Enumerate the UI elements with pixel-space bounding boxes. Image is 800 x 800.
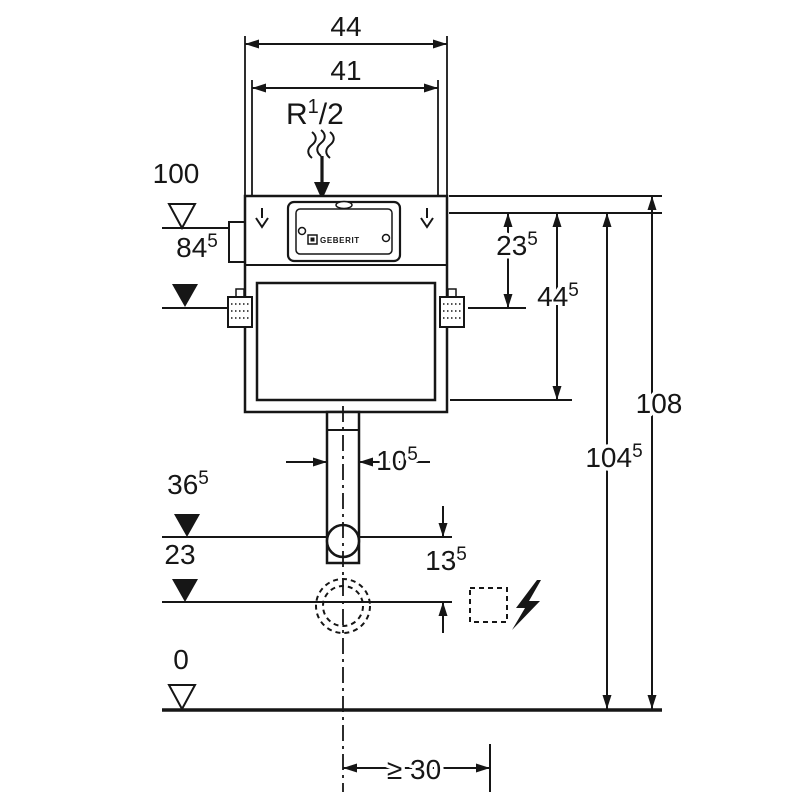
brand-label: GEBERIT — [320, 236, 360, 245]
filled-triangle-icon — [172, 284, 198, 307]
dim-width-inner-label: 41 — [330, 55, 361, 86]
outlet-alternative-position — [315, 578, 371, 634]
arrowhead-right — [424, 83, 438, 93]
level-marker-845 — [172, 284, 198, 307]
water-supply-connection — [307, 129, 335, 200]
cistern-tank: GEBERIT — [227, 194, 465, 414]
open-triangle-icon — [167, 684, 197, 712]
level-365-label: 365 — [167, 468, 209, 500]
dim-width-outer — [244, 36, 448, 196]
wall-bracket-left — [227, 288, 253, 328]
dim-135-label: 135 — [425, 544, 467, 576]
access-panel: GEBERIT — [255, 200, 434, 263]
dim-1045-label: 1045 — [585, 441, 642, 473]
level-marker-100 — [167, 203, 197, 231]
arrowhead-right — [433, 39, 447, 49]
level-845-label: 845 — [176, 231, 218, 263]
dim-min-offset — [343, 763, 490, 773]
tank-inner-frame — [255, 281, 437, 402]
dim-min-offset-label: ≥ 30 — [387, 754, 441, 785]
dim-108 — [647, 196, 657, 709]
electrical-box — [469, 587, 508, 623]
dim-pipe-width-label: 105 — [376, 444, 418, 476]
level-marker-23 — [172, 579, 198, 602]
dim-235 — [503, 213, 513, 308]
wall-bracket-right — [439, 288, 465, 328]
thread-label: R1/2 — [286, 96, 344, 131]
dim-108-label: 108 — [636, 388, 683, 419]
panel-mark-right — [420, 208, 434, 229]
reference-lines — [162, 195, 662, 792]
dim-445-label: 445 — [537, 280, 579, 312]
wavy-flow-icon — [307, 129, 335, 159]
dim-445 — [552, 213, 562, 400]
dim-235-label: 235 — [496, 229, 538, 261]
level-0-label: 0 — [173, 644, 189, 675]
lightning-bolt-icon — [512, 580, 541, 630]
dim-pipe-width — [286, 457, 430, 467]
open-triangle-icon — [167, 203, 197, 231]
panel-top-oval — [335, 200, 353, 210]
dim-width-outer-label: 44 — [330, 11, 361, 42]
level-marker-0 — [167, 684, 197, 712]
filled-triangle-icon — [174, 514, 200, 537]
level-marker-365 — [174, 514, 200, 537]
supply-arrowhead — [314, 182, 330, 200]
panel-screw-left — [297, 226, 307, 236]
dim-135 — [438, 506, 448, 633]
panel-screw-right — [381, 233, 391, 243]
panel-mark-left — [255, 208, 269, 229]
dim-width-inner — [251, 80, 439, 196]
arrowhead-left — [252, 83, 266, 93]
filled-triangle-icon — [172, 579, 198, 602]
level-23-label: 23 — [164, 539, 195, 570]
level-100-label: 100 — [153, 158, 200, 189]
arrowhead-left — [245, 39, 259, 49]
dim-1045 — [602, 213, 612, 709]
